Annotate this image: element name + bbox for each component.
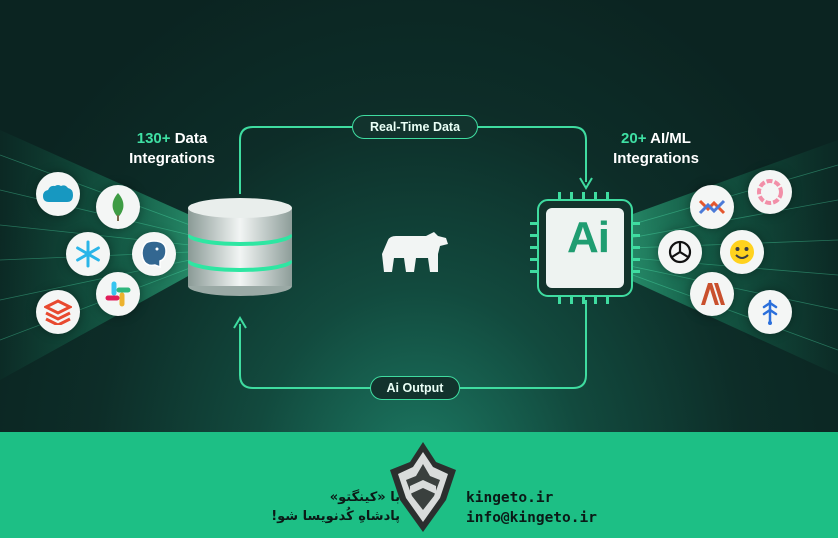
right-heading-accent: 20+ bbox=[621, 130, 647, 147]
salesforce-icon bbox=[36, 172, 80, 216]
footer-email-link[interactable]: info@kingeto.ir bbox=[466, 510, 597, 526]
ring-logo-icon bbox=[748, 170, 792, 214]
left-heading-line2: Integrations bbox=[129, 150, 215, 167]
footer-persian-line1: با «کینگتو» bbox=[329, 490, 400, 505]
real-time-data-pill: Real-Time Data bbox=[352, 115, 478, 139]
left-heading: 130+ Data Integrations bbox=[112, 129, 232, 169]
left-heading-accent: 130+ bbox=[136, 130, 171, 147]
left-heading-text: Data bbox=[170, 130, 208, 147]
databricks-icon bbox=[36, 290, 80, 334]
ai-output-pill: Ai Output bbox=[370, 376, 460, 400]
diagram-stage: 130+ Data Integrations 20+ AI/ML Integra… bbox=[0, 0, 838, 432]
bear-logo-icon bbox=[382, 232, 448, 272]
right-heading-line2: Integrations bbox=[613, 150, 699, 167]
postgresql-icon bbox=[132, 232, 176, 276]
footer-persian-line2: پادشاهِ کُدنویسا شو! bbox=[271, 509, 400, 524]
footer-banner: با «کینگتو» پادشاهِ کُدنویسا شو! kingeto… bbox=[0, 432, 838, 538]
snowflake-icon bbox=[66, 232, 110, 276]
kingeto-crown-logo bbox=[390, 442, 456, 532]
ai-chip-icon bbox=[530, 192, 640, 304]
database-icon bbox=[188, 198, 292, 296]
mongodb-icon bbox=[96, 185, 140, 229]
pinecone-icon bbox=[748, 290, 792, 334]
zapier-like-icon bbox=[690, 185, 734, 229]
anthropic-icon bbox=[690, 272, 734, 316]
openai-icon bbox=[658, 230, 702, 274]
footer-website-link[interactable]: kingeto.ir bbox=[466, 490, 554, 506]
ai-chip-label: Ai bbox=[567, 213, 610, 262]
right-heading: 20+ AI/ML Integrations bbox=[596, 129, 716, 169]
huggingface-icon bbox=[720, 230, 764, 274]
right-heading-text: AI/ML bbox=[646, 130, 691, 147]
slack-icon bbox=[96, 272, 140, 316]
